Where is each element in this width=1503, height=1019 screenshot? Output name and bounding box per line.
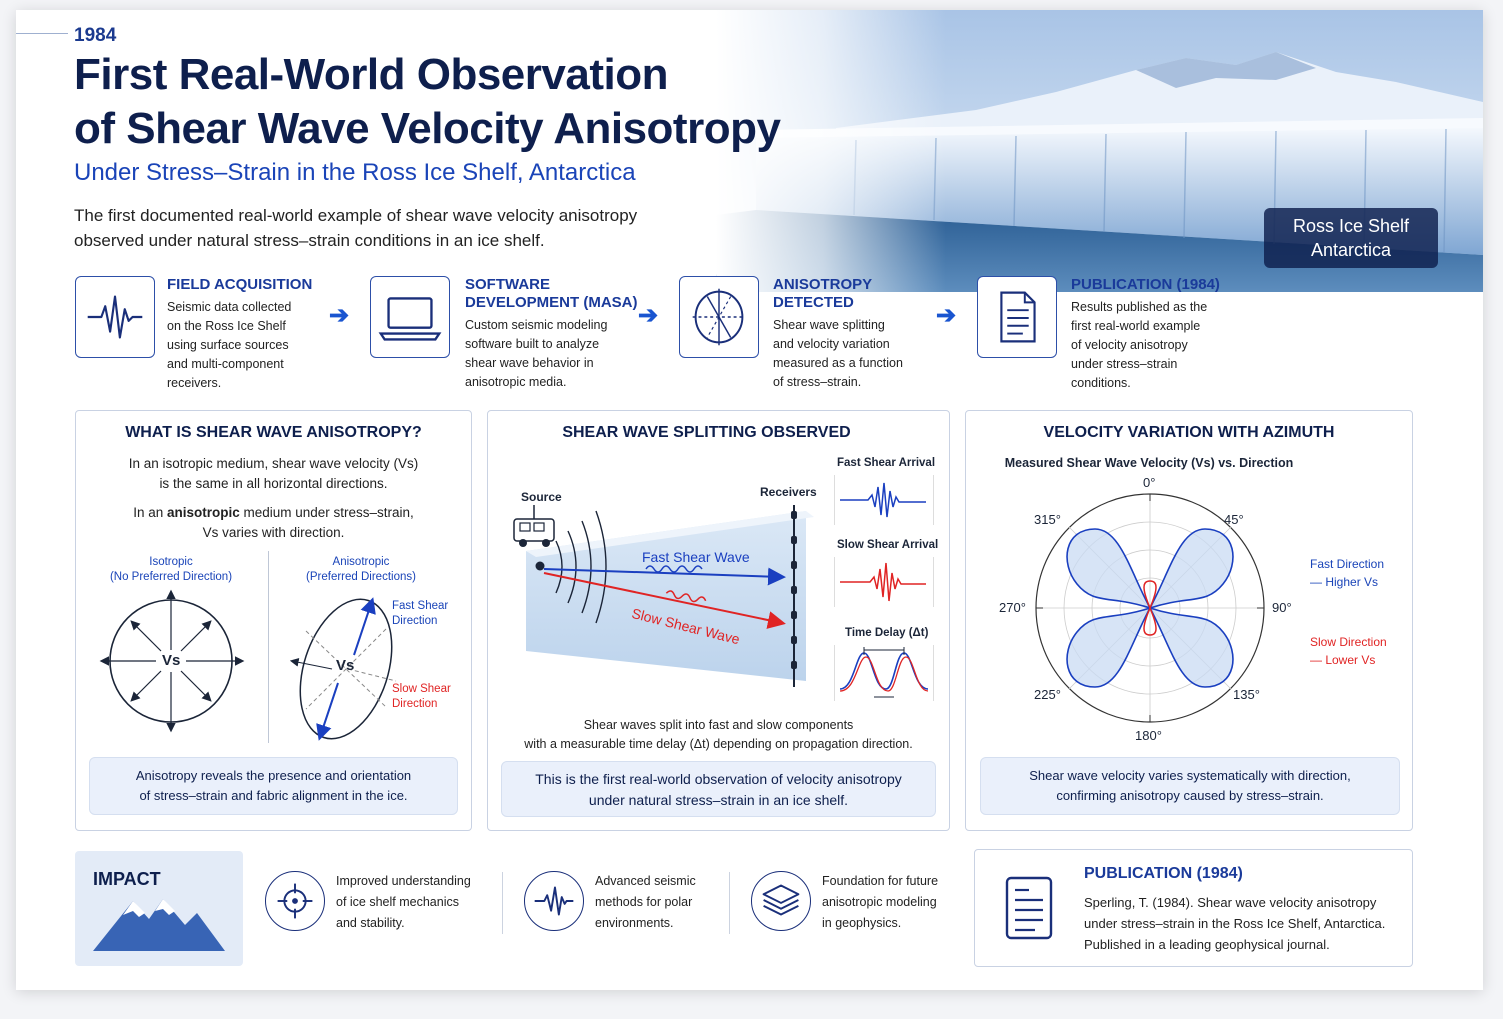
seismic-icon: [524, 871, 584, 931]
arrow-right-icon: ➔: [638, 302, 659, 329]
waveform-icon: [75, 276, 155, 358]
title-line-1: First Real-World Observation: [74, 50, 668, 99]
polar-chart-title: Measured Shear Wave Velocity (Vs) vs. Di…: [1004, 456, 1294, 470]
panel-shear-wave-splitting: SHEAR WAVE SPLITTING OBSERVED: [487, 410, 950, 831]
page-subtitle: Under Stress–Strain in the Ross Ice Shel…: [74, 159, 636, 186]
column-divider: [268, 551, 269, 743]
step-title-publication: PUBLICATION (1984): [1071, 276, 1220, 293]
document-icon: [1005, 876, 1053, 940]
mountain-icon: [93, 899, 225, 951]
page-title: First Real-World Observation of Shear Wa…: [74, 48, 794, 156]
impact-title: IMPACT: [93, 869, 161, 889]
receivers-label: Receivers: [760, 485, 817, 499]
intro-text: The first documented real-world example …: [74, 203, 714, 253]
slow-arrival-trace: [834, 557, 934, 607]
publication-title: PUBLICATION (1984): [1084, 865, 1243, 882]
angle-180: 180°: [1135, 728, 1162, 743]
angle-225: 225°: [1034, 687, 1061, 702]
infographic-card: 1984 First Real-World Observation of She…: [16, 10, 1483, 990]
fast-arrival-label: Fast Shear Arrival: [837, 457, 936, 469]
angle-135: 135°: [1233, 687, 1260, 702]
angle-0: 0°: [1143, 475, 1156, 490]
isotropic-label: Isotropic(No Preferred Direction): [109, 556, 233, 583]
slow-direction-legend: Slow Direction— Lower Vs: [1310, 635, 1387, 667]
impact-divider: [729, 872, 730, 934]
document-icon: [977, 276, 1057, 358]
panel3-note: Shear wave velocity varies systematicall…: [980, 757, 1400, 815]
arrow-right-icon: ➔: [329, 302, 350, 329]
ice-block-diagram: [513, 505, 814, 687]
fast-direction-legend: Fast Direction— Higher Vs: [1310, 557, 1385, 589]
arrow-right-icon: ➔: [936, 302, 957, 329]
layers-icon: [751, 871, 811, 931]
step-title-field-acquisition: FIELD ACQUISITION: [167, 276, 313, 293]
laptop-icon: [370, 276, 450, 358]
angle-45: 45°: [1224, 512, 1244, 527]
crosshair-ellipse-icon: [679, 276, 759, 358]
publication-citation: Sperling, T. (1984). Shear wave velocity…: [1084, 895, 1386, 952]
splitting-caption: Shear waves split into fast and slow com…: [524, 718, 913, 751]
publication-box: PUBLICATION (1984) Sperling, T. (1984). …: [974, 849, 1413, 967]
impact-divider: [502, 872, 503, 934]
source-label: Source: [521, 490, 562, 504]
time-delay-trace: [834, 645, 934, 701]
location-badge: Ross Ice Shelf Antarctica: [1264, 208, 1438, 268]
panel-title: WHAT IS SHEAR WAVE ANISOTROPY?: [125, 424, 422, 441]
panel-velocity-azimuth: VELOCITY VARIATION WITH AZIMUTH Measured…: [965, 410, 1413, 831]
fast-arrival-trace: [834, 475, 934, 525]
angle-270: 270°: [999, 600, 1026, 615]
year-label: 1984: [74, 25, 117, 46]
panel2-note: This is the first real-world observation…: [501, 761, 936, 817]
angle-315: 315°: [1034, 512, 1061, 527]
badge-line: Antarctica: [1310, 240, 1392, 260]
time-delay-label: Time Delay (Δt): [845, 627, 929, 639]
intro-line: observed under natural stress–strain con…: [74, 231, 545, 250]
badge-line: Ross Ice Shelf: [1292, 216, 1410, 236]
panel-what-is-anisotropy: WHAT IS SHEAR WAVE ANISOTROPY? In an iso…: [75, 410, 472, 831]
year-divider: [16, 33, 68, 34]
anisotropic-ellipse-diagram: [289, 597, 397, 741]
anisotropic-label: Anisotropic(Preferred Directions): [306, 556, 416, 583]
polar-velocity-chart: [1035, 493, 1265, 723]
panel1-note: Anisotropy reveals the presence and orie…: [89, 757, 458, 815]
panel-title: SHEAR WAVE SPLITTING OBSERVED: [562, 424, 851, 441]
vs-label: Vs: [162, 652, 181, 669]
slow-arrival-label: Slow Shear Arrival: [837, 539, 939, 551]
impact-banner: IMPACT: [75, 851, 243, 966]
fast-wave-label: Fast Shear Wave: [642, 549, 750, 565]
isotropic-definition: In an isotropic medium, shear wave veloc…: [128, 456, 419, 491]
target-icon: [265, 871, 325, 931]
vs-label: Vs: [336, 657, 355, 674]
isotropic-circle-diagram: [99, 589, 245, 733]
angle-90: 90°: [1272, 600, 1292, 615]
anisotropic-definition: In an anisotropic medium under stress–st…: [133, 505, 414, 540]
panel-title: VELOCITY VARIATION WITH AZIMUTH: [1043, 424, 1335, 441]
intro-line: The first documented real-world example …: [74, 206, 638, 225]
title-line-2: of Shear Wave Velocity Anisotropy: [74, 104, 781, 153]
